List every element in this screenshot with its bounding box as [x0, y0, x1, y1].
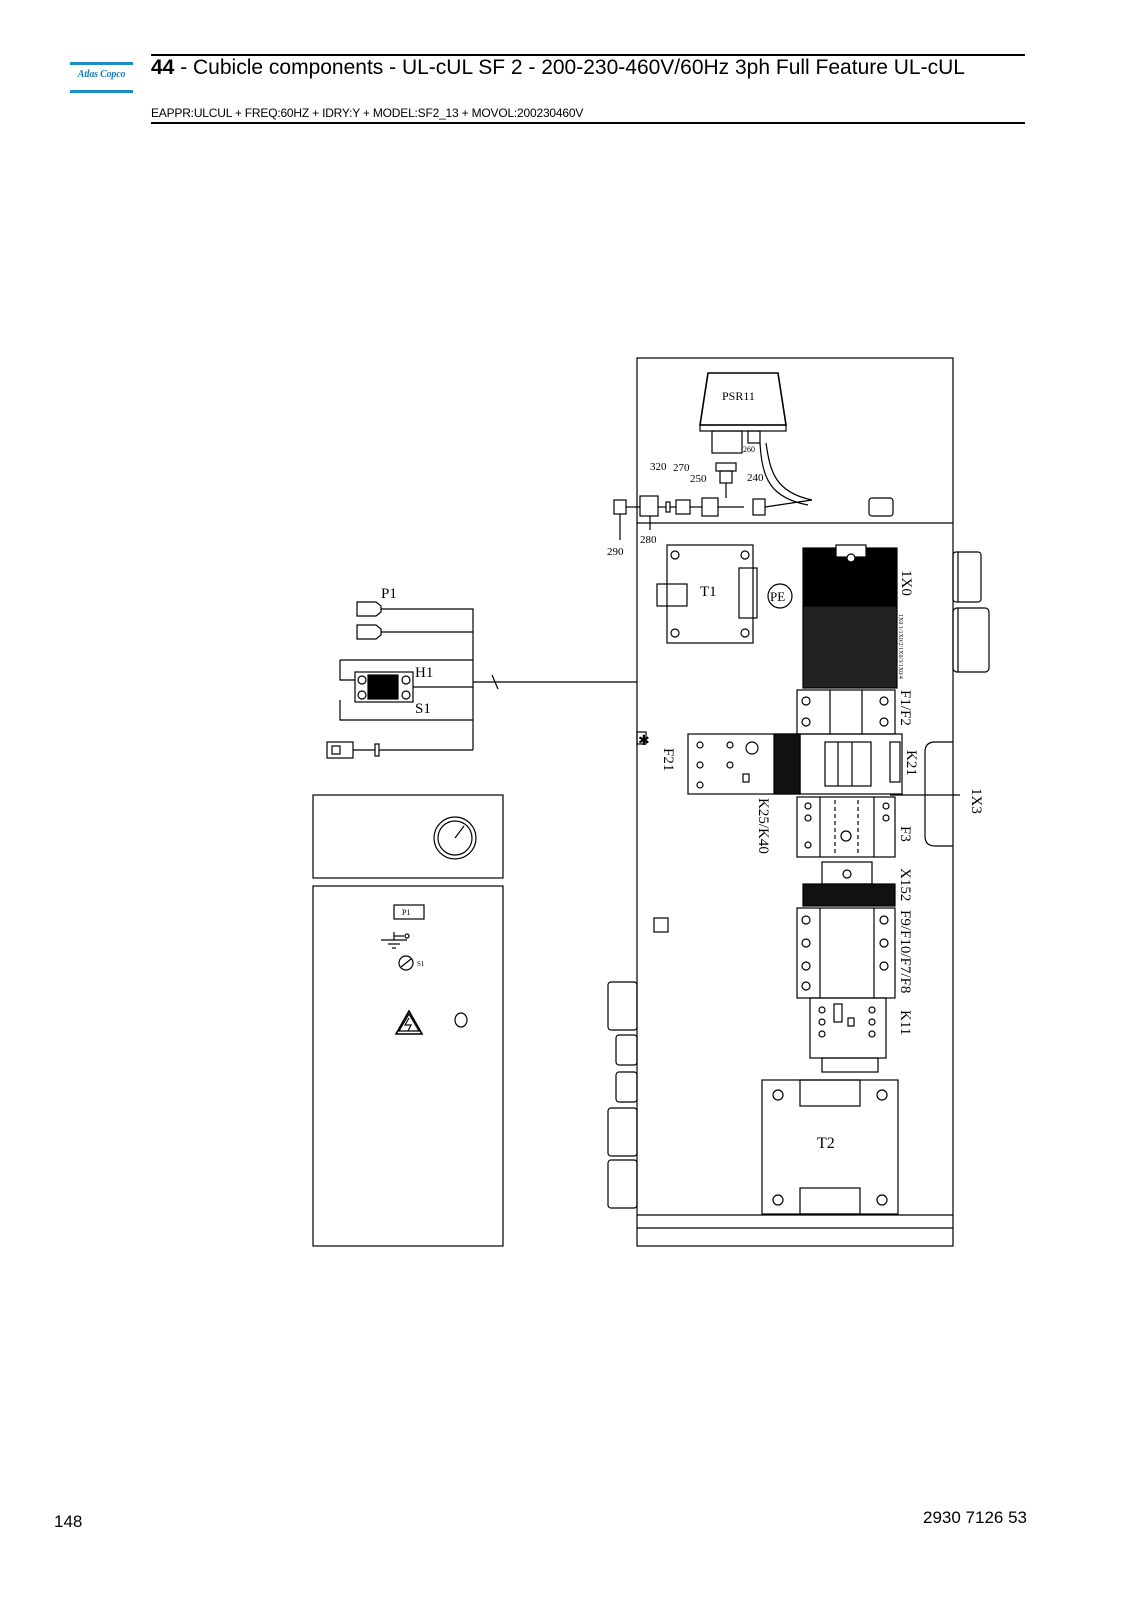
pressure-switch-psr11: PSR11 260: [699, 372, 813, 506]
label-psr11: PSR11: [722, 389, 755, 403]
label-320: 320: [650, 461, 667, 473]
label-p1: P1: [381, 586, 397, 602]
pe-earth-symbol: PE: [767, 583, 793, 609]
contactor-k21: K21 1X3: [799, 733, 984, 847]
label-t2: T2: [817, 1135, 835, 1152]
pipe-fittings: 320 270 250 240 290 280: [607, 461, 894, 558]
gauge-panel: [312, 794, 504, 879]
label-pe: PE: [770, 589, 785, 604]
contactor-k11: K11: [809, 997, 913, 1073]
label-f3: F3: [897, 826, 913, 842]
terminal-block-1x0: 1X0 1X0 1/1X0/2/1X0/3/1X0/4: [802, 544, 914, 689]
transformer-t1: T1: [656, 544, 758, 644]
document-number: 2930 7126 53: [923, 1508, 1027, 1527]
label-260: 260: [743, 445, 755, 454]
label-x152: X152: [897, 868, 913, 901]
label-k21: K21: [903, 750, 919, 776]
svg-text:✱: ✱: [638, 734, 650, 749]
label-s1-small: S1: [417, 960, 425, 968]
label-k25-k40: K25/K40: [755, 798, 771, 854]
label-h1: H1: [415, 665, 433, 681]
label-290: 290: [607, 546, 624, 558]
cable-glands-right: [952, 551, 990, 673]
cabinet-outline: [636, 357, 954, 1247]
door-panel: P1 S1: [312, 885, 504, 1247]
label-k11: K11: [897, 1010, 913, 1035]
cable-glands-left: [607, 981, 638, 1209]
relay-k25-k40: F21 ✱ K25/K40: [636, 731, 801, 854]
atlas-copco-logo: Atlas Copco: [70, 62, 133, 94]
label-f9-f10-f7-f8: F9/F10/F7/F8: [897, 910, 913, 993]
page-number: 148: [54, 1512, 83, 1531]
label-s1: S1: [415, 701, 431, 717]
small-square-component: [653, 917, 669, 933]
terminal-block-x152: X152: [802, 861, 913, 907]
title-text: - Cubicle components - UL-cUL SF 2 - 200…: [174, 56, 965, 79]
label-f21: F21: [660, 748, 676, 771]
header-bottom-rule: [151, 122, 1025, 124]
label-1x0: 1X0: [898, 570, 914, 596]
fuse-f3: F3: [796, 796, 913, 858]
label-f1-f2: F1/F2: [897, 690, 913, 726]
label-t1: T1: [700, 584, 717, 600]
page-subtitle: EAPPR:ULCUL + FREQ:60HZ + IDRY:Y + MODEL…: [151, 106, 584, 120]
title-number: 44: [151, 56, 175, 79]
label-p1-small: P1: [402, 908, 410, 917]
label-270: 270: [673, 462, 690, 474]
label-1x0-small: 1X0 1/1X0/2/1X0/3/1X0/4: [897, 614, 903, 679]
page-title: 44 - Cubicle components - UL-cUL SF 2 - …: [151, 56, 1011, 80]
header-top-rule: [151, 54, 1025, 56]
label-240: 240: [747, 472, 764, 484]
fuses-f9-f10-f7-f8: F9/F10/F7/F8: [796, 907, 913, 999]
label-250: 250: [690, 473, 707, 485]
label-280: 280: [640, 534, 657, 546]
transformer-t2: T2: [761, 1079, 899, 1215]
panel-connections: P1 H1 S1: [326, 586, 637, 759]
label-1x3: 1X3: [968, 788, 984, 814]
fuses-f1-f2: F1/F2: [796, 689, 913, 735]
